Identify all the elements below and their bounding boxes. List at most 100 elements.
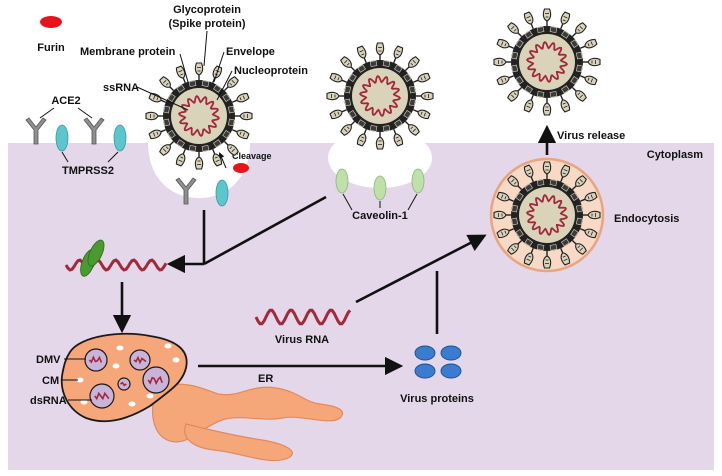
spike-glycoprotein-icon — [158, 75, 177, 94]
ssrna-leader — [136, 86, 189, 111]
membrane-protein-icon — [213, 139, 222, 148]
spike-glycoprotein-icon — [542, 8, 552, 27]
membrane-protein-icon — [227, 105, 235, 114]
membrane-protein-icon — [524, 238, 533, 247]
virus-protein-icon — [414, 363, 436, 379]
membrane-protein-icon — [369, 60, 378, 68]
membrane-protein-icon — [408, 98, 416, 107]
spike-glycoprotein-icon — [194, 62, 204, 81]
membrane-protein-icon — [515, 192, 524, 201]
spike-glycoprotein-icon — [174, 64, 190, 85]
membrane-protein-icon — [511, 204, 519, 213]
spike-glycoprotein-icon — [230, 125, 251, 141]
cleavage-label: Cleavage — [232, 151, 272, 161]
spike-glycoprotein-icon — [234, 111, 253, 121]
furin-label: Furin — [37, 42, 65, 54]
ace2-leader-right — [77, 107, 93, 119]
membrane-protein-icon — [536, 90, 545, 98]
glycoprotein-label: Glycoprotein — [173, 4, 241, 16]
spike-glycoprotein-icon — [556, 93, 572, 114]
spike-glycoprotein-icon — [230, 91, 251, 107]
membrane-protein-icon — [213, 84, 222, 93]
dsrna-strand — [94, 391, 110, 401]
spike-glycoprotein-icon — [582, 57, 601, 67]
membrane-protein-icon — [524, 183, 533, 192]
membrane-protein-icon — [403, 73, 412, 82]
membrane-protein-icon — [357, 119, 366, 128]
membrane-protein-icon — [511, 64, 519, 73]
caveolae-invagination — [328, 128, 432, 188]
spike-glycoprotein-icon — [145, 111, 164, 121]
virus-release-label: Virus release — [557, 130, 625, 142]
membrane-protein-icon — [344, 85, 352, 94]
spike-glycoprotein-icon — [506, 84, 525, 103]
membrane-protein-icon — [511, 217, 519, 226]
caveolin-icon — [411, 168, 425, 194]
dsrna-strand — [133, 355, 147, 365]
membrane-protein-icon — [348, 110, 357, 119]
cleavage-arrow — [218, 152, 227, 169]
membrane-protein-icon — [357, 64, 366, 73]
spike-glycoprotein-icon — [506, 21, 525, 40]
spike-glycoprotein-icon — [542, 97, 552, 116]
membrane-protein-icon — [394, 64, 403, 73]
cm-label: CM — [42, 375, 59, 387]
membrane-protein-icon — [549, 243, 558, 251]
furin-icon — [233, 163, 249, 173]
spike-glycoprotein-icon — [147, 125, 168, 141]
membrane-protein-icon — [403, 110, 412, 119]
membrane-protein-icon — [561, 85, 570, 94]
membrane-protein-icon — [536, 179, 545, 187]
membrane-protein-icon — [201, 144, 210, 152]
membrane-protein-icon — [163, 118, 171, 127]
virus-rna-label: Virus RNA — [275, 334, 329, 346]
spike-glycoprotein-icon — [355, 44, 371, 65]
cm-membrane-blob — [146, 393, 154, 399]
virus-protein-icon — [440, 345, 462, 361]
tmprss2-leader-left — [61, 151, 69, 163]
cm-membrane-blob — [112, 363, 120, 369]
green-protein-icon — [87, 239, 105, 267]
tmprss2-leader-right — [107, 151, 119, 163]
tmprss2-icon — [113, 124, 127, 152]
tmprss2-icon — [215, 179, 229, 207]
membrane-protein-icon — [382, 60, 391, 68]
spike-glycoprotein-icon — [493, 57, 512, 67]
dsrna-strand — [88, 355, 103, 364]
er-branch — [184, 423, 293, 462]
dmv-vesicle — [84, 348, 108, 372]
membrane-protein-icon — [536, 243, 545, 251]
membrane-protein-icon — [188, 80, 197, 88]
membrane-protein-label: Membrane protein — [80, 46, 176, 58]
membrane-protein-icon — [201, 80, 210, 88]
spike-glycoprotein-icon — [415, 91, 434, 101]
envelope-leader — [213, 51, 225, 83]
membrane-protein-icon — [167, 93, 176, 102]
cm-membrane-blob — [76, 377, 84, 383]
dmv-vesicle — [142, 366, 170, 394]
membrane-protein-icon — [344, 98, 352, 107]
virus-rna — [254, 308, 352, 326]
membrane-protein-leader — [179, 53, 189, 83]
spike-glycoprotein-icon — [556, 10, 572, 31]
cm-membrane-blob — [116, 345, 124, 351]
membrane-protein-icon — [167, 130, 176, 139]
endocytosis-label: Endocytosis — [614, 213, 679, 225]
ace2-receptor-icon — [25, 117, 47, 145]
dsrna-strand — [119, 381, 127, 387]
dsrna-label: dsRNA — [30, 395, 67, 407]
ace2-receptor-icon — [83, 117, 105, 145]
spike-glycoprotein-icon — [389, 44, 405, 65]
viral-core — [519, 187, 575, 243]
virion-entering — [145, 62, 253, 170]
virus-proteins-label: Virus proteins — [400, 393, 474, 405]
membrane-protein-icon — [561, 183, 570, 192]
spike-glycoprotein-icon — [578, 37, 599, 53]
virus-protein-icon — [440, 363, 462, 379]
membrane-protein-icon — [561, 30, 570, 39]
spike-leader — [203, 30, 208, 67]
spike-glycoprotein-icon — [326, 91, 345, 101]
membrane-protein-icon — [515, 229, 524, 238]
spike-glycoprotein-icon — [495, 37, 516, 53]
caveolin-leader-right — [407, 193, 418, 211]
